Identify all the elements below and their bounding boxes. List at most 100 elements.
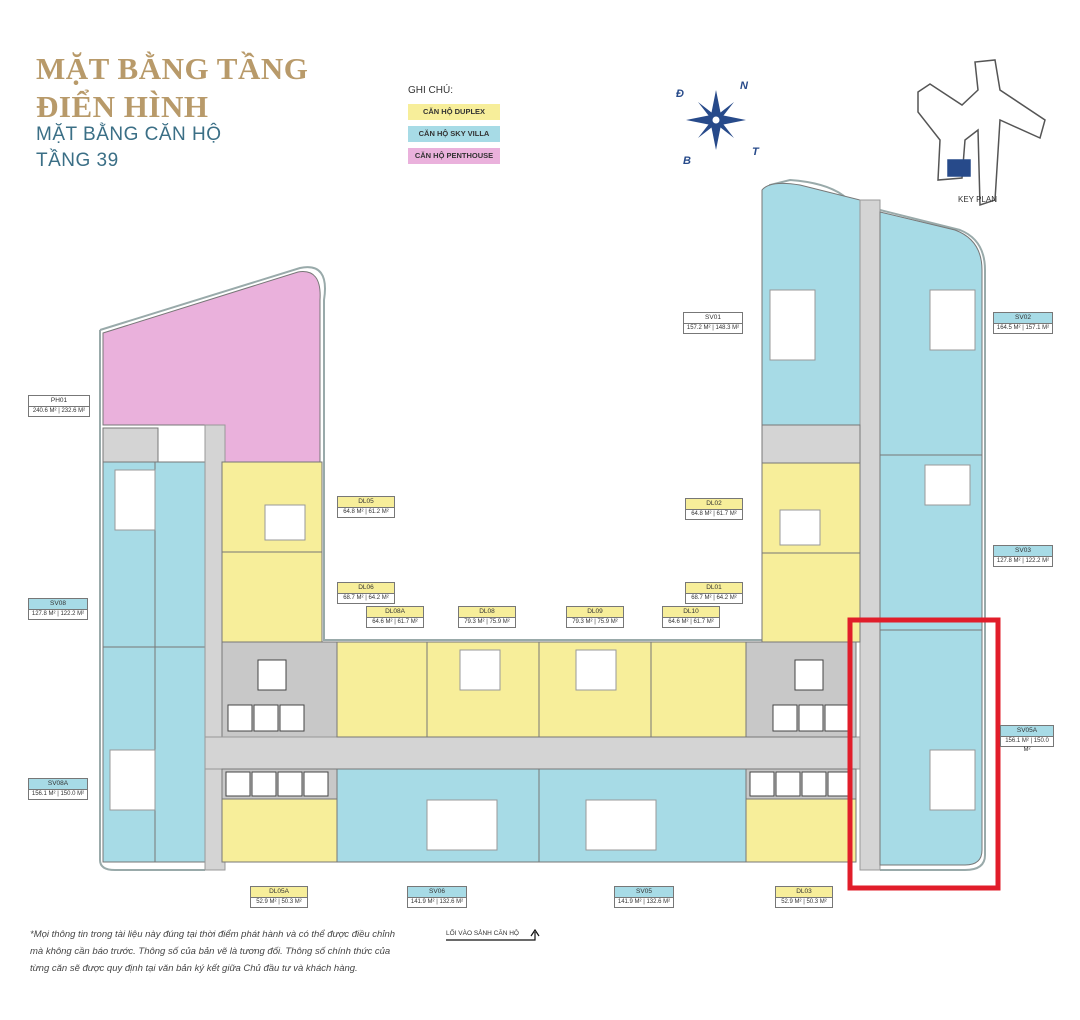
compass-n: N [740,80,748,92]
area-1: 64.8 M² [343,509,364,515]
area-2: 150.0 M² [60,791,85,797]
tag-area: 240.6 M² | 232.6 M² [29,406,89,416]
right-corridor [859,199,881,871]
tag-name: DL03 [796,888,812,895]
tag-area: 127.8 M² | 122.2 M² [29,609,87,619]
tag-sv06[interactable]: SV06 141.9 M² | 132.6 M² [407,886,467,908]
area-1: 164.5 M² [996,325,1021,331]
tag-sv05a[interactable]: SV05A 156.1 M² | 150.0 M² [1000,725,1054,753]
area-1: 240.6 M² [32,408,57,414]
area-1: 68.7 M² [691,595,712,601]
area-2: 50.3 M² [281,899,302,905]
compass-b: B [683,155,691,167]
compass-t: T [752,146,759,158]
subtitle-line-1: MẶT BẰNG CĂN HỘ [36,124,222,145]
area-1: 79.3 M² [572,619,593,625]
gap-south [426,799,498,851]
tag-dl05a[interactable]: DL05A 52.9 M² | 50.3 M² [250,886,308,908]
area-1: 79.3 M² [464,619,485,625]
tag-dl09[interactable]: DL09 79.3 M² | 75.9 M² [566,606,624,628]
compass-d: Đ [676,88,684,100]
legend-duplex: CĂN HỘ DUPLEX [408,104,500,120]
tag-sv05[interactable]: SV05 141.9 M² | 132.6 M² [614,886,674,908]
tag-area: 164.5 M² | 157.1 M² [994,323,1052,333]
compass-icon [686,90,746,150]
tag-area: 156.1 M² | 150.0 M² [1001,736,1053,753]
tag-name: DL02 [706,500,722,507]
area-1: 68.7 M² [343,595,364,601]
legend-sky-villa: CĂN HỘ SKY VILLA [408,126,500,142]
tag-area: 141.9 M² | 132.6 M² [615,897,673,907]
tag-name: SV05A [1016,727,1038,734]
tag-dl01[interactable]: DL01 68.7 M² | 64.2 M² [685,582,743,604]
tag-sv08[interactable]: SV08 127.8 M² | 122.2 M² [28,598,88,620]
tag-area: 64.8 M² | 61.7 M² [686,509,742,519]
tag-name: SV01 [705,314,721,321]
area-2: 132.6 M² [646,899,671,905]
unit-dl08a[interactable] [336,641,428,738]
area-2: 132.6 M² [439,899,464,905]
subtitle-line-2: TẦNG 39 [36,150,119,171]
entrance-arrow-icon [446,928,540,941]
tag-dl10[interactable]: DL10 64.6 M² | 61.7 M² [662,606,720,628]
page-title: MẶT BẰNG TẦNG ĐIỂN HÌNH [36,50,308,126]
area-1: 156.1 M² [31,791,56,797]
tag-ph01[interactable]: PH01 240.6 M² | 232.6 M² [28,395,90,417]
tag-name: DL06 [358,584,374,591]
area-1: 127.8 M² [31,611,56,617]
tag-area: 79.3 M² | 75.9 M² [459,617,515,627]
tag-sv02[interactable]: SV02 164.5 M² | 157.1 M² [993,312,1053,334]
tag-name: DL05A [269,888,289,895]
tag-dl08a[interactable]: DL08A 64.6 M² | 61.7 M² [366,606,424,628]
area-1: 52.9 M² [781,899,802,905]
unit-dl03[interactable] [745,798,857,863]
title-line-2: ĐIỂN HÌNH [36,89,209,124]
area-1: 64.6 M² [372,619,393,625]
area-1: 127.8 M² [996,558,1021,564]
tag-dl05[interactable]: DL05 64.8 M² | 61.2 M² [337,496,395,518]
unit-sv08a-east [154,646,206,863]
unit-dl05a[interactable] [221,798,338,863]
tag-area: 156.1 M² | 150.0 M² [29,789,87,799]
tag-area: 127.8 M² | 122.2 M² [994,556,1052,566]
area-2: 75.9 M² [489,619,510,625]
unit-dl10[interactable] [650,641,747,738]
highlight-box [847,617,1001,891]
tag-area: 52.9 M² | 50.3 M² [251,897,307,907]
light-wells [109,289,976,811]
area-2: 61.7 M² [693,619,714,625]
key-plan-label: KEY PLAN [958,195,997,204]
tag-name: DL09 [587,608,603,615]
tag-name: DL01 [706,584,722,591]
unit-sv05a[interactable] [879,629,983,866]
title-line-1: MẶT BẰNG TẦNG [36,51,309,86]
tag-dl02[interactable]: DL02 64.8 M² | 61.7 M² [685,498,743,520]
left-core [102,427,159,463]
area-2: 50.3 M² [806,899,827,905]
tag-area: 68.7 M² | 64.2 M² [686,593,742,603]
area-2: 64.2 M² [716,595,737,601]
area-1: 141.9 M² [410,899,435,905]
area-1: 52.9 M² [256,899,277,905]
tag-dl08[interactable]: DL08 79.3 M² | 75.9 M² [458,606,516,628]
unit-dl01[interactable] [761,552,861,643]
area-1: 64.8 M² [691,511,712,517]
area-2: 157.1 M² [1025,325,1050,331]
area-2: 64.2 M² [368,595,389,601]
tag-sv03[interactable]: SV03 127.8 M² | 122.2 M² [993,545,1053,567]
elevators-right [772,659,850,732]
unit-dl06[interactable] [221,551,323,643]
gap-south-2 [585,799,657,851]
area-1: 64.6 M² [668,619,689,625]
tag-dl06[interactable]: DL06 68.7 M² | 64.2 M² [337,582,395,604]
right-core [761,424,861,464]
tag-name: PH01 [50,397,68,404]
unit-sv08-east [154,461,206,648]
tag-area: 52.9 M² | 50.3 M² [776,897,832,907]
tag-name: DL05 [358,498,374,505]
tag-dl03[interactable]: DL03 52.9 M² | 50.3 M² [775,886,833,908]
tag-sv08a[interactable]: SV08A 156.1 M² | 150.0 M² [28,778,88,800]
tag-name: DL08A [385,608,405,615]
tag-sv01[interactable]: SV01 157.2 M² | 148.3 M² [683,312,743,334]
